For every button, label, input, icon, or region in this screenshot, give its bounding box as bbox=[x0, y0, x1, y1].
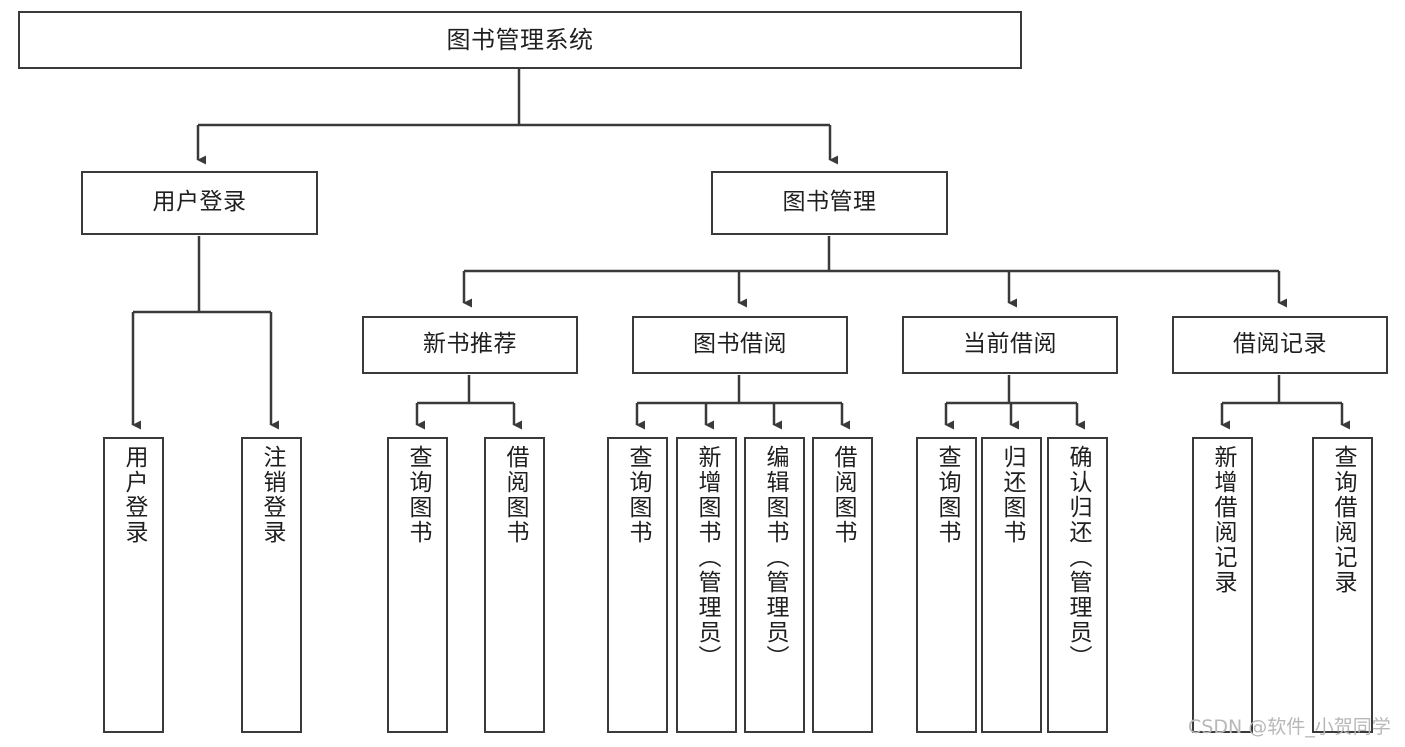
leaf-borrow-borrow-books[interactable]: 借阅图书 bbox=[812, 437, 873, 733]
leaf-user-login[interactable]: 用户登录 bbox=[103, 437, 164, 733]
leaf-current-return-books[interactable]: 归还图书 bbox=[981, 437, 1042, 733]
leaf-current-confirm-return-admin[interactable]: 确认归还（管理员） bbox=[1047, 437, 1108, 733]
node-user-login[interactable]: 用户登录 bbox=[81, 171, 318, 235]
leaf-newbook-query-books[interactable]: 查询图书 bbox=[387, 437, 448, 733]
node-current-borrowing[interactable]: 当前借阅 bbox=[902, 316, 1118, 374]
node-label: 用户登录 bbox=[121, 445, 147, 545]
leaf-borrow-query-books[interactable]: 查询图书 bbox=[607, 437, 668, 733]
node-label: 查询借阅记录 bbox=[1330, 445, 1356, 595]
node-label: 用户登录 bbox=[152, 189, 247, 216]
node-label: 图书管理系统 bbox=[446, 25, 594, 54]
node-label: 编辑图书（管理员） bbox=[762, 445, 788, 670]
leaf-newbook-borrow-books[interactable]: 借阅图书 bbox=[484, 437, 545, 733]
node-label: 新增图书（管理员） bbox=[694, 445, 720, 670]
csdn-watermark: CSDN @软件_小贺同学 bbox=[1188, 716, 1391, 738]
node-label: 图书管理 bbox=[782, 189, 877, 216]
leaf-records-query-record[interactable]: 查询借阅记录 bbox=[1312, 437, 1373, 733]
node-book-borrowing[interactable]: 图书借阅 bbox=[632, 316, 848, 374]
node-label: 借阅图书 bbox=[502, 445, 528, 545]
node-label: 当前借阅 bbox=[963, 331, 1057, 358]
node-label: 查询图书 bbox=[625, 445, 651, 545]
node-label: 查询图书 bbox=[405, 445, 431, 545]
leaf-logout[interactable]: 注销登录 bbox=[241, 437, 302, 733]
leaf-current-query-books[interactable]: 查询图书 bbox=[916, 437, 977, 733]
leaf-records-add-record[interactable]: 新增借阅记录 bbox=[1192, 437, 1253, 733]
node-label: 图书借阅 bbox=[693, 331, 787, 358]
node-borrowing-records[interactable]: 借阅记录 bbox=[1172, 316, 1388, 374]
node-label: 新增借阅记录 bbox=[1210, 445, 1236, 595]
leaf-borrow-add-book-admin[interactable]: 新增图书（管理员） bbox=[676, 437, 737, 733]
node-label: 确认归还（管理员） bbox=[1065, 445, 1091, 670]
node-label: 借阅记录 bbox=[1233, 331, 1327, 358]
node-book-management[interactable]: 图书管理 bbox=[711, 171, 948, 235]
node-label: 新书推荐 bbox=[423, 331, 517, 358]
node-label: 归还图书 bbox=[999, 445, 1025, 545]
node-label: 查询图书 bbox=[934, 445, 960, 545]
leaf-borrow-edit-book-admin[interactable]: 编辑图书（管理员） bbox=[744, 437, 805, 733]
node-root-book-management-system[interactable]: 图书管理系统 bbox=[18, 11, 1022, 69]
node-label: 注销登录 bbox=[259, 445, 285, 545]
node-new-book-recommendation[interactable]: 新书推荐 bbox=[362, 316, 578, 374]
node-label: 借阅图书 bbox=[830, 445, 856, 545]
